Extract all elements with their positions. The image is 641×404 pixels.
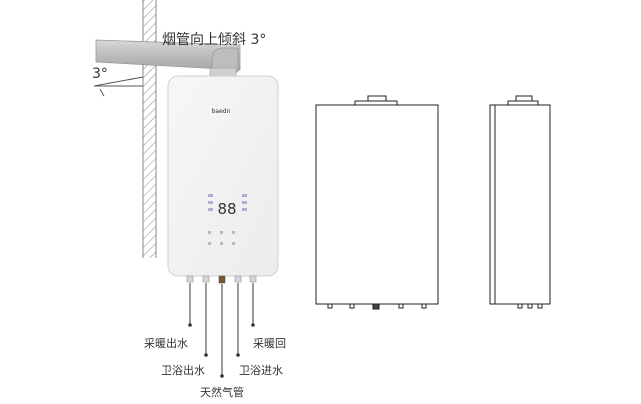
- flue-pipe: [95, 39, 241, 79]
- control-buttons: [208, 231, 235, 245]
- port-label-gas: 天然气管: [200, 385, 244, 399]
- heater-side-outline: [489, 95, 551, 309]
- angle-indicator: 3°: [92, 66, 144, 97]
- heater-front: baedn 88: [167, 75, 279, 284]
- display-screen: 88: [208, 194, 247, 218]
- connector-heating-out: [186, 275, 194, 283]
- connector-gas: [218, 275, 226, 284]
- wall: [142, 0, 157, 258]
- port-label-bath-in: 卫浴进水: [239, 364, 283, 377]
- display-digits: 88: [217, 200, 236, 218]
- brand-logo: baedn: [212, 108, 231, 115]
- angle-label: 3°: [92, 66, 108, 82]
- leader-lines: [189, 283, 254, 376]
- connector-heating-return: [249, 275, 257, 283]
- leader-dots: [188, 323, 255, 378]
- flue-note: 烟管向上倾斜 3°: [162, 32, 266, 48]
- connector-bath-in: [234, 275, 242, 283]
- heater-front-outline: [315, 95, 439, 310]
- connector-bath-out: [202, 275, 210, 283]
- port-label-heating-return: 采暖回: [253, 337, 286, 350]
- port-label-heating-out: 采暖出水: [144, 336, 188, 350]
- port-label-bath-out: 卫浴出水: [161, 363, 205, 377]
